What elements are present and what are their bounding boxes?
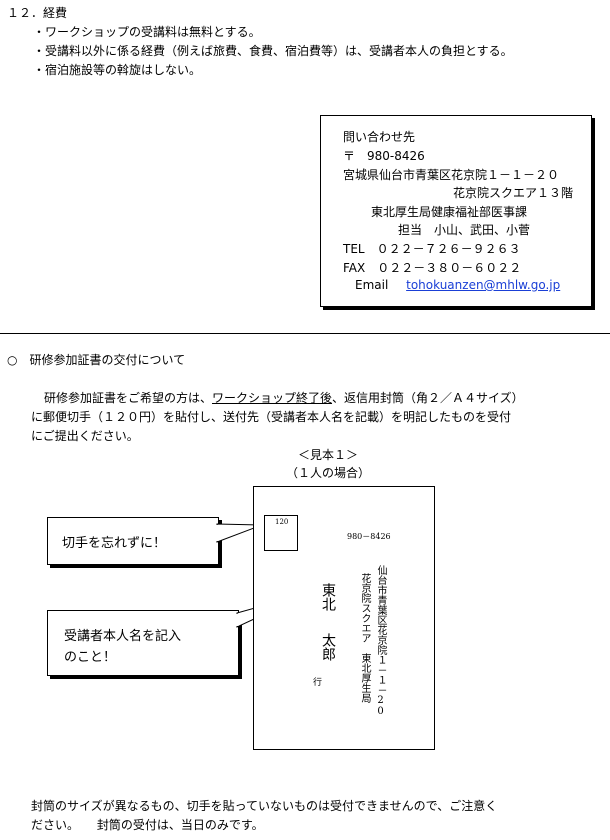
contact-staff: 担当 小山、武田、小菅 [398, 223, 531, 237]
footer-line-2b: 封筒の受付は、当日のみです。 [96, 818, 264, 832]
section-heading: １２．経費 [7, 6, 68, 20]
para-underlined: ワークショップ終了後 [212, 391, 333, 405]
footer-line-2a: ださい。 [31, 818, 80, 832]
envelope-postal: 980－8426 [347, 532, 391, 541]
email-link[interactable]: tohokuanzen@mhlw.go.jp [406, 278, 561, 292]
envelope-name-col-2: 太郎 [320, 633, 336, 661]
name-callout: 受講者本人名を記入 のこと！ [47, 610, 239, 676]
name-callout-line-1: 受講者本人名を記入 [64, 629, 182, 644]
section-divider [0, 333, 610, 334]
sample-subtitle: （１人の場合） [286, 466, 371, 480]
stamp-callout: 切手を忘れずに！ [47, 517, 219, 565]
sample-title: ＜見本１＞ [298, 448, 359, 462]
certificate-heading: ○ 研修参加証書の交付について [7, 353, 186, 367]
stamp-value: 120 [275, 518, 289, 526]
contact-box: 問い合わせ先 〒 980-8426 宮城県仙台市青葉区花京院１－１－２０ 花京院… [320, 115, 592, 307]
email-label: Email [355, 278, 389, 292]
stamp-callout-pointer [215, 523, 263, 543]
contact-address-2: 花京院スクエア１３階 [453, 186, 574, 200]
para-text-b: 、返信用封筒（角２／Ａ４サイズ） [332, 391, 524, 405]
certificate-paragraph-line-2: に郵便切手（１２０円）を貼付し、送付先（受講者本人名を記載）を明記したものを受付 [31, 410, 512, 424]
stamp-box: 120 [264, 515, 298, 551]
envelope-name-col-1: 東北 [320, 583, 336, 611]
certificate-paragraph-line-1: 研修参加証書をご希望の方は、ワークショップ終了後、返信用封筒（角２／Ａ４サイズ） [44, 390, 524, 406]
name-callout-line-2: のこと！ [64, 650, 117, 665]
bullet-2: ・受講料以外に係る経費（例えば旅費、食費、宿泊費等）は、受講者本人の負担とする。 [33, 44, 513, 58]
stamp-callout-text: 切手を忘れずに！ [62, 536, 167, 551]
contact-office: 東北厚生局健康福祉部医事課 [371, 205, 528, 219]
envelope-address-col-2: 花京院スクエア 東北厚生局 [359, 573, 370, 703]
contact-email-row: Email tohokuanzen@mhlw.go.jp [355, 278, 560, 292]
para-text-a: 研修参加証書をご希望の方は、 [44, 391, 213, 405]
contact-fax: FAX ０２２－３８０－６０２２ [343, 261, 522, 275]
contact-title: 問い合わせ先 [343, 130, 416, 144]
certificate-paragraph-line-3: にご提出ください。 [31, 429, 139, 443]
contact-postal: 〒 980-8426 [343, 149, 425, 163]
envelope-address-col-1: 仙台市青葉区花京院１－１－20 [375, 565, 386, 717]
envelope-sample: 120 980－8426 仙台市青葉区花京院１－１－20 花京院スクエア 東北厚… [253, 486, 435, 750]
bullet-1: ・ワークショップの受講料は無料とする。 [33, 25, 261, 39]
contact-address-1: 宮城県仙台市青葉区花京院１－１－２０ [343, 168, 560, 182]
bullet-3: ・宿泊施設等の斡旋はしない。 [33, 63, 202, 77]
footer-line-1: 封筒のサイズが異なるもの、切手を貼っていないものは受付できませんので、ご注意く [31, 799, 498, 813]
contact-tel: TEL ０２２－７２６－９２６３ [343, 242, 521, 256]
envelope-suffix: 行 [311, 677, 321, 686]
footer-line-2: ださい。 封筒の受付は、当日のみです。 [31, 817, 264, 833]
